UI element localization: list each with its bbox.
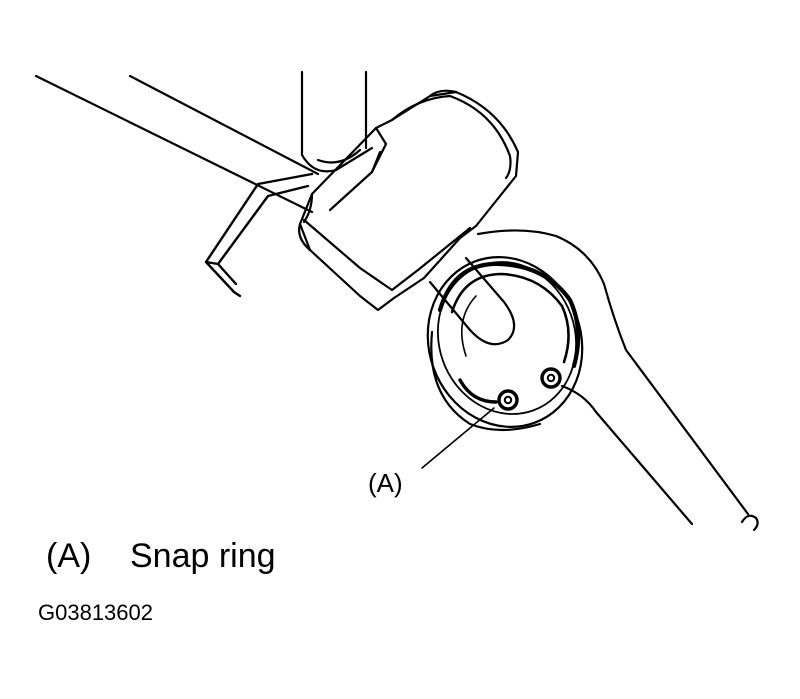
legend: (A) Snap ring	[46, 536, 276, 577]
drive-shaft	[34, 74, 320, 214]
knuckle-arm	[476, 229, 759, 532]
hook-bracket	[204, 172, 314, 298]
callout-label: (A)	[368, 468, 403, 498]
shaft-stub	[428, 256, 516, 346]
snap-ring-eyelet-2	[540, 367, 562, 389]
snap-ring-eyelet-1	[497, 389, 519, 411]
callout-leader	[421, 407, 495, 469]
legend-code: (A)	[46, 537, 92, 575]
joint-housing	[298, 89, 520, 312]
snap-ring-illustration: (A)	[34, 70, 759, 532]
upper-post	[300, 70, 374, 173]
legend-description: Snap ring	[130, 537, 276, 575]
bore-and-snap-ring	[426, 256, 584, 432]
figure-id: G03813602	[38, 600, 153, 625]
